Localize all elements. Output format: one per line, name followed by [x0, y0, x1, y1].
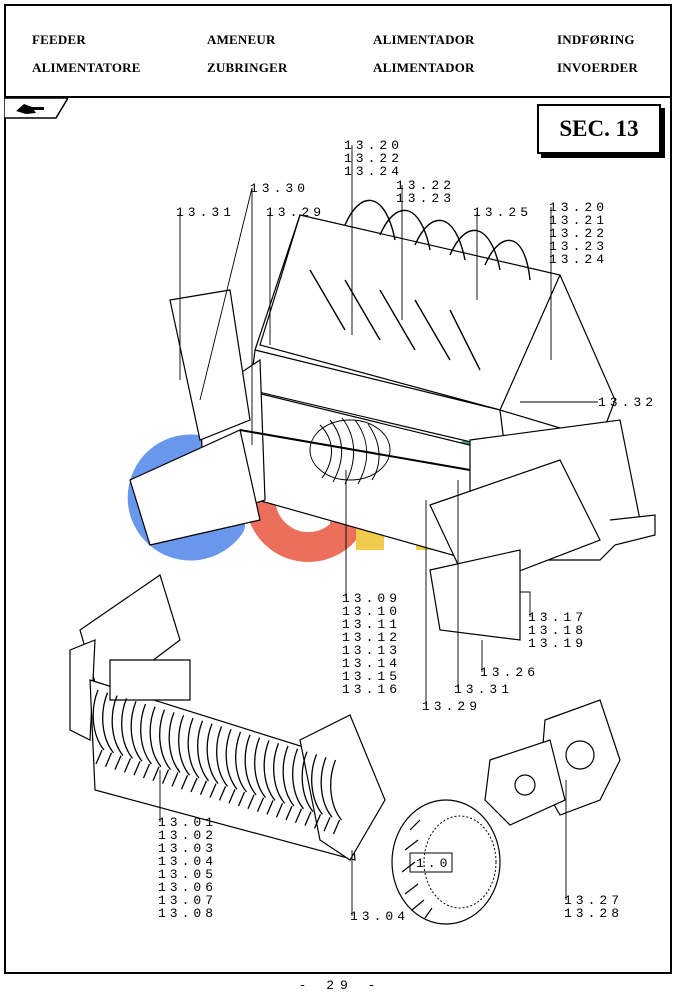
callout-13-25: 13.25	[473, 205, 532, 220]
pickup-tine	[130, 700, 143, 776]
pickup-tine	[244, 734, 257, 810]
header-titles: FEEDER AMENEUR ALIMENTADOR INDFØRING ALI…	[6, 6, 670, 98]
callout-13-29-top: 13.29	[266, 205, 325, 220]
pickup-tine	[235, 731, 248, 807]
feeder-guide-tines	[309, 199, 531, 371]
pickup-tine	[140, 703, 153, 779]
callout-13-32: 13.32	[598, 395, 657, 410]
pickup-tine	[254, 737, 267, 812]
pickup-tine	[206, 723, 219, 798]
pickup-tine	[301, 751, 314, 826]
title-da: INDFØRING	[557, 32, 635, 47]
gearbox	[484, 699, 621, 826]
section-label: SEC. 13	[559, 116, 639, 141]
hand-pointer-icon	[4, 98, 68, 119]
callout-1-0-box	[409, 852, 453, 873]
pickup-tine	[92, 689, 105, 765]
pickup-tine	[197, 720, 210, 796]
pickup-assembly	[69, 574, 386, 861]
callout-13-31-top: 13.31	[176, 205, 235, 220]
pickup-tine	[292, 748, 305, 824]
pickup-wheel	[391, 799, 501, 925]
section-badge: SEC. 13	[537, 104, 661, 154]
callout-13-31-bottom: 13.31	[454, 682, 513, 697]
callout-13-04: 13.04	[350, 909, 409, 924]
page-number: - 29 -	[298, 978, 382, 993]
pickup-tine	[263, 740, 276, 815]
pickup-tine	[273, 742, 286, 818]
pickup-tine	[111, 695, 124, 770]
pickup-tine	[216, 726, 229, 801]
callout-1-0: 1.0	[416, 856, 451, 871]
title-de: ZUBRINGER	[207, 60, 288, 75]
callout-13-26: 13.26	[480, 665, 539, 680]
feeder-housing	[129, 214, 656, 641]
pickup-tine	[282, 745, 295, 821]
pickup-tine	[330, 759, 343, 835]
pickup-tine	[168, 712, 181, 787]
pickup-tine	[311, 754, 324, 829]
leader-lines	[159, 145, 598, 916]
title-pt: ALIMENTADOR	[373, 60, 475, 75]
title-en: FEEDER	[32, 32, 86, 47]
pickup-tine	[102, 692, 115, 768]
feeder-rotor	[239, 417, 471, 485]
title-fr: AMENEUR	[207, 32, 276, 47]
pickup-tine	[187, 717, 200, 793]
page-frame: FEEDER AMENEUR ALIMENTADOR INDFØRING ALI…	[4, 4, 672, 974]
pickup-tine	[178, 714, 191, 790]
title-it: ALIMENTATORE	[32, 60, 141, 75]
pickup-tine	[121, 698, 134, 773]
callout-13-29-bottom: 13.29	[422, 699, 481, 714]
pickup-tine	[320, 756, 333, 832]
pickup-tine	[149, 706, 162, 782]
pickup-tine	[225, 728, 238, 804]
title-nl: INVOERDER	[557, 60, 638, 75]
pickup-tine	[159, 709, 172, 784]
title-es: ALIMENTADOR	[373, 32, 475, 47]
callout-13-30: 13.30	[250, 181, 309, 196]
